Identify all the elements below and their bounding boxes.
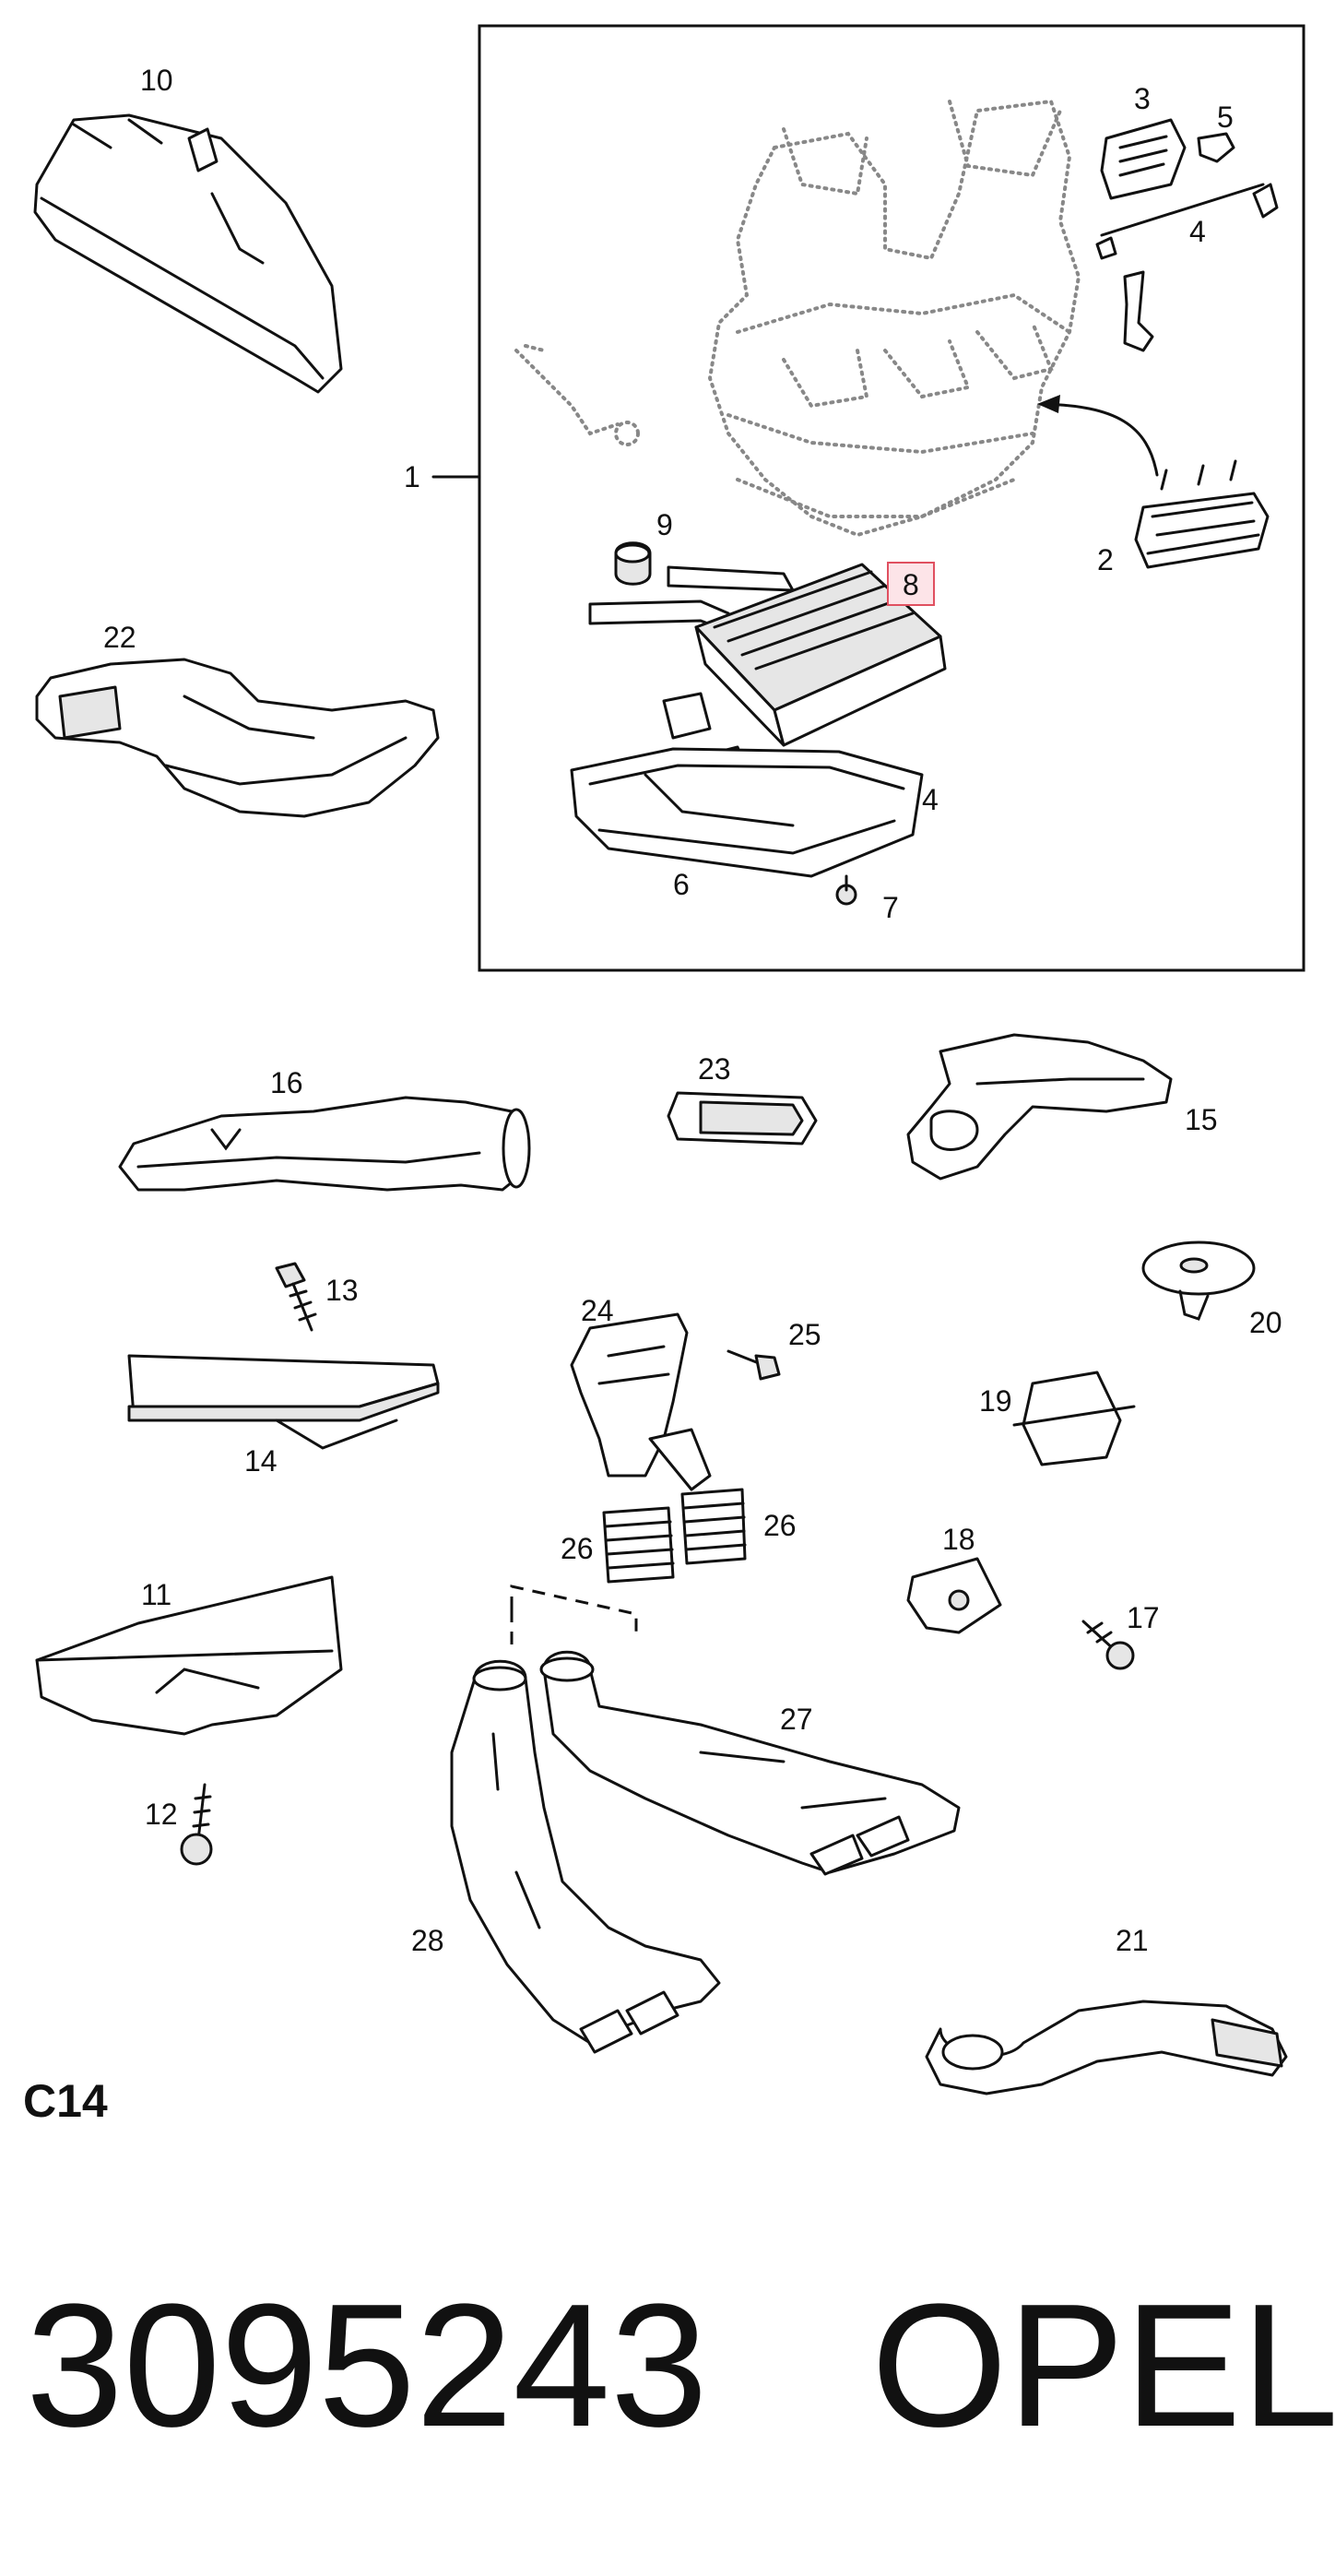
- duct-22: [35, 658, 440, 818]
- callout-10: 10: [140, 64, 173, 97]
- callout-12: 12: [145, 1798, 178, 1831]
- assembly-arrowhead: [1037, 395, 1060, 413]
- vent-grille-23: [667, 1091, 818, 1146]
- trim-panel-14: [127, 1354, 440, 1450]
- callout-3: 3: [1134, 82, 1151, 115]
- callout-8: 8: [903, 568, 919, 601]
- duct-27: [539, 1650, 961, 1876]
- callout-4-top: 4: [1189, 215, 1206, 248]
- grommet-9: [614, 541, 652, 586]
- assembly-leader-dashed: [510, 1585, 638, 1646]
- callout-15: 15: [1185, 1103, 1218, 1136]
- callout-26-left: 26: [561, 1532, 594, 1565]
- callout-28: 28: [411, 1924, 444, 1957]
- callout-11: 11: [141, 1578, 171, 1611]
- control-rod-4: [1095, 183, 1279, 352]
- heater-pipe-upper: [667, 565, 795, 592]
- callout-19: 19: [979, 1384, 1012, 1418]
- duct-15: [906, 1033, 1173, 1181]
- clip-18: [906, 1557, 1002, 1634]
- duct-21: [925, 2000, 1288, 2095]
- callout-5: 5: [1217, 101, 1234, 134]
- duct-28: [450, 1659, 721, 2054]
- clip-5: [1197, 132, 1235, 163]
- heater-assembly-frame: [478, 24, 1305, 972]
- callout-16: 16: [270, 1066, 303, 1099]
- callout-2: 2: [1097, 543, 1114, 576]
- screw-13: [275, 1262, 317, 1332]
- duct-16: [118, 1096, 531, 1192]
- bellows-26-left: [602, 1506, 675, 1584]
- callout-21: 21: [1116, 1924, 1149, 1957]
- screw-12: [180, 1783, 213, 1866]
- callout-13: 13: [325, 1274, 359, 1307]
- callout-25: 25: [788, 1318, 821, 1351]
- callout-20: 20: [1249, 1306, 1282, 1339]
- callout-22: 22: [103, 621, 136, 654]
- part-number: 3095243: [26, 2268, 708, 2463]
- assembly-arrow: [1040, 402, 1159, 477]
- section-code: C14: [23, 2075, 108, 2127]
- brand-name: OPEL: [871, 2268, 1335, 2463]
- heater-housing-ghost: [514, 99, 1081, 538]
- flap-bracket-2: [1134, 459, 1270, 569]
- screw-25: [727, 1349, 781, 1381]
- callout-17: 17: [1127, 1601, 1160, 1634]
- screw-17: [1081, 1620, 1135, 1670]
- callout-9: 9: [656, 508, 673, 541]
- clip-19: [1012, 1371, 1136, 1466]
- screw-7: [835, 874, 857, 906]
- bellows-26-right: [680, 1488, 747, 1565]
- callout-18: 18: [942, 1523, 975, 1556]
- cover-10: [33, 113, 343, 394]
- callout-27: 27: [780, 1703, 813, 1736]
- callout-7: 7: [882, 891, 899, 924]
- heater-tray-6: [570, 747, 924, 878]
- callout-14: 14: [244, 1444, 278, 1478]
- callout-6: 6: [673, 868, 690, 901]
- cover-11: [35, 1575, 343, 1736]
- disc-20: [1141, 1241, 1256, 1321]
- heater-core-8: [694, 563, 947, 747]
- vent-control-3: [1100, 118, 1187, 200]
- highlight-box-8: [887, 562, 935, 606]
- callout-24: 24: [581, 1294, 614, 1327]
- duct-adapter-24: [570, 1312, 712, 1491]
- callout-4-bottom: 4: [922, 783, 939, 816]
- callout-26-right: 26: [763, 1509, 797, 1542]
- callout-1: 1: [404, 460, 420, 493]
- callout-23: 23: [698, 1052, 731, 1086]
